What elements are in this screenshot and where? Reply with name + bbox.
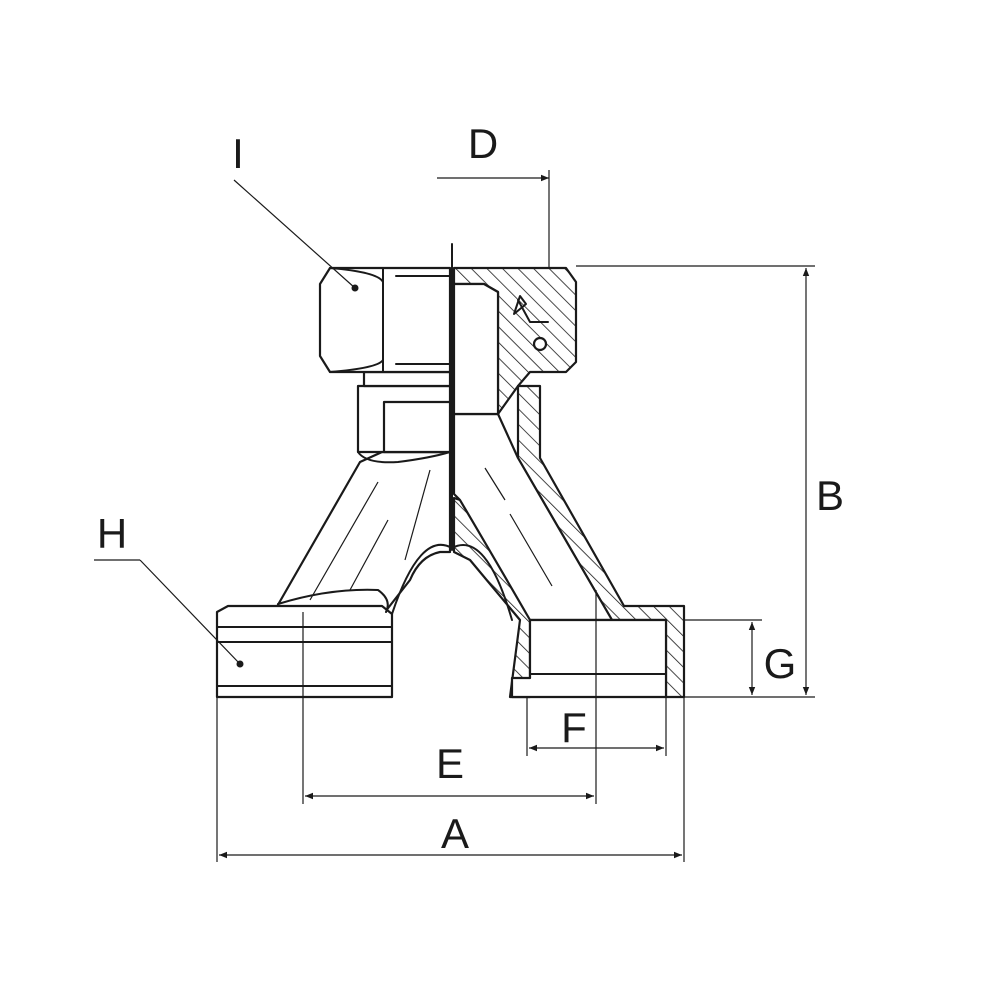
label-a: A [441, 810, 469, 857]
fitting-left-exterior [215, 266, 452, 699]
left-branch-pipe [273, 450, 452, 614]
leader-h [139, 559, 241, 665]
hex-nut-i [318, 266, 452, 374]
dimensions [216, 170, 815, 862]
leader-i [233, 179, 356, 289]
leaders [94, 179, 359, 668]
label-d: D [468, 120, 498, 167]
label-f: F [561, 704, 587, 751]
label-g: G [764, 640, 797, 687]
label-h: H [97, 510, 127, 557]
leader-i-dot [351, 284, 359, 292]
label-e: E [436, 740, 464, 787]
o-ring [532, 336, 548, 352]
crotch-arc [391, 543, 513, 621]
tube-h [215, 604, 394, 699]
fitting-right-section [452, 266, 686, 699]
leader-h-dot [236, 660, 244, 668]
label-i: I [232, 130, 244, 177]
label-b: B [816, 472, 844, 519]
right-socket [510, 618, 668, 699]
